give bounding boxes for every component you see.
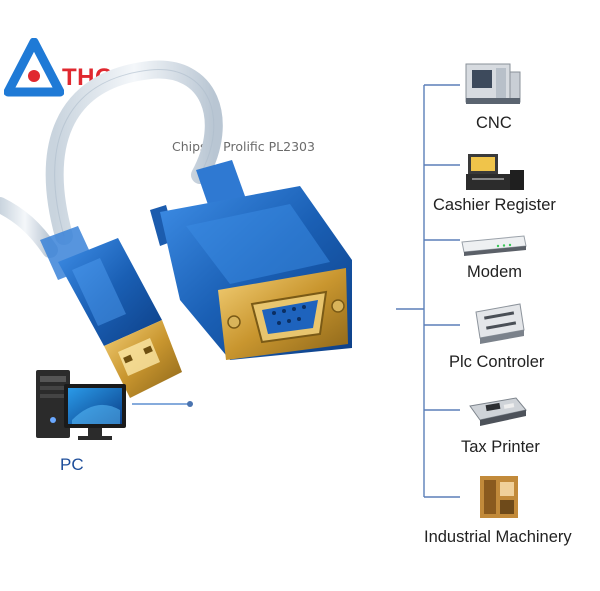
plc-controller-icon: [475, 303, 525, 344]
device-bracket-lines: [396, 84, 460, 498]
device-label-cashier-register: Cashier Register: [433, 196, 556, 214]
device-label-industrial-machinery: Industrial Machinery: [424, 528, 572, 546]
thc-logo-triangle-icon: [4, 38, 64, 97]
usb-to-rs232-cable-image: [0, 60, 352, 440]
device-label-cnc: CNC: [476, 114, 512, 132]
tax-printer-icon: [469, 397, 527, 426]
pc-label: PC: [60, 455, 84, 474]
cash-register-icon: [466, 154, 524, 190]
desktop-computer-icon: [36, 370, 126, 440]
pc-connection-line: [132, 401, 193, 407]
device-label-tax-printer: Tax Printer: [461, 438, 540, 456]
cnc-machine-icon: [465, 63, 521, 104]
device-label-plc-controler: Plc Controler: [449, 353, 545, 371]
device-label-modem: Modem: [467, 263, 523, 281]
db9-connector: [160, 186, 352, 360]
industrial-machine-icon: [480, 476, 518, 518]
modem-icon: [461, 235, 527, 256]
usb-connector: [40, 226, 182, 398]
